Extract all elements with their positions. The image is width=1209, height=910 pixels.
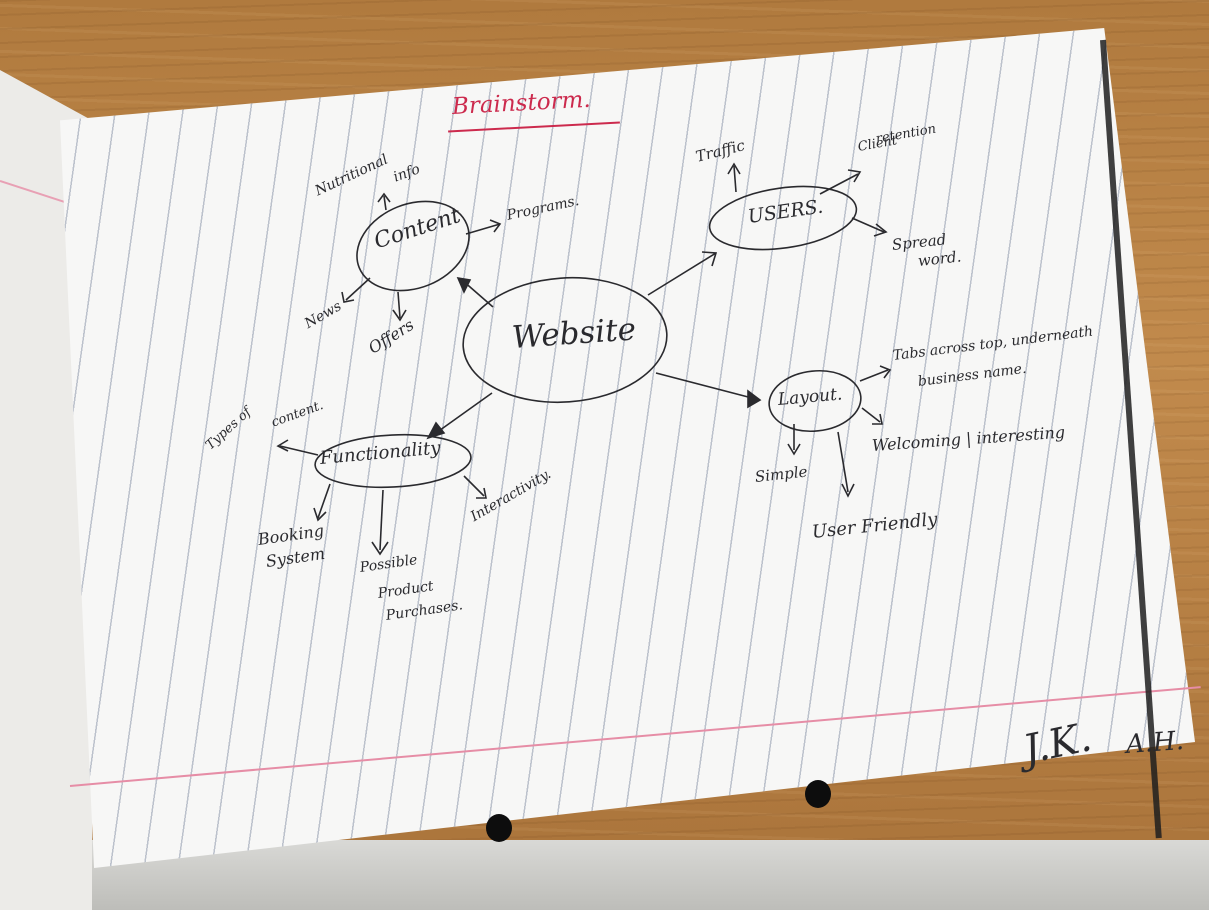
website-to-layout-head: [747, 389, 762, 409]
users-bubble: [708, 185, 858, 251]
website-to-functionality-arrow: [435, 392, 493, 434]
punch-hole-left: [486, 814, 512, 842]
website-to-functionality-head: [426, 421, 446, 440]
website-bubble: [462, 276, 668, 404]
functionality-bubble: [314, 433, 472, 489]
website-to-users-arrow: [647, 252, 717, 296]
layout-bubble: [768, 369, 862, 433]
author-initials: A.H.: [1124, 725, 1185, 760]
lined-paper-sheet: [60, 28, 1195, 868]
website-to-content-head: [456, 276, 472, 294]
content-bubble: [356, 200, 470, 292]
website-to-layout-arrow: [655, 372, 753, 399]
punch-hole-right: [805, 780, 831, 808]
